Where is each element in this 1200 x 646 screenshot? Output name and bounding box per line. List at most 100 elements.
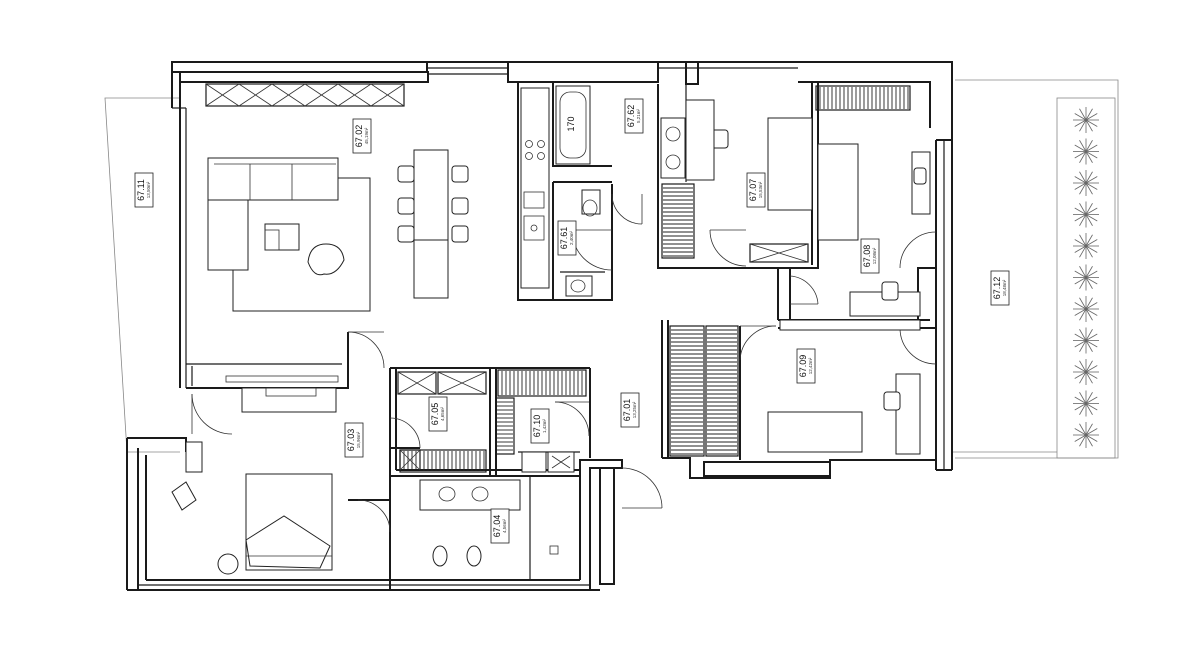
plant — [1073, 170, 1099, 196]
plant-leaf — [1074, 434, 1087, 442]
room-label-67-03: 67.03 15,96m² — [344, 422, 364, 458]
room-label-67-07: 67.07 15,53m² — [746, 172, 766, 208]
room-area: 12,42m² — [808, 357, 813, 374]
plant-leaf — [1085, 365, 1098, 373]
plant-leaf — [1079, 434, 1087, 447]
plant — [1073, 201, 1099, 228]
plant-leaf — [1074, 333, 1087, 341]
plant-leaf — [1074, 308, 1087, 316]
dining-chair — [451, 165, 469, 183]
plant-leaf — [1085, 434, 1098, 442]
plant-leaf — [1079, 245, 1087, 258]
plant-leaf — [1085, 239, 1098, 247]
cabinet-67-05-b — [437, 371, 487, 395]
hatch-blocks — [397, 85, 911, 473]
room-number: 67.62 — [626, 105, 636, 128]
plant-leaf — [1079, 423, 1087, 436]
room-label-67-11: 67.11 13,50m² — [134, 172, 154, 208]
cabinet-67-07 — [749, 243, 809, 263]
room-area: 15,53m² — [758, 181, 763, 198]
dining-chair — [397, 165, 415, 183]
plant-leaf — [1085, 245, 1098, 253]
plant-leaf — [1079, 182, 1087, 195]
room-desks — [685, 99, 931, 455]
plant-leaf — [1085, 340, 1093, 352]
plant — [1073, 296, 1099, 322]
plant — [1073, 422, 1099, 448]
plant-leaf — [1074, 119, 1087, 127]
dining-chair — [451, 197, 469, 215]
plant-leaf — [1074, 396, 1087, 404]
plant — [1073, 138, 1099, 165]
plant-leaf — [1085, 214, 1098, 222]
wardrobe-67-09-b — [705, 325, 739, 457]
plant-leaf — [1085, 434, 1093, 447]
plant-leaf — [1085, 182, 1093, 195]
plant-leaf — [1074, 239, 1087, 247]
plant-leaf — [1085, 277, 1093, 289]
plant-leaf — [1079, 108, 1087, 121]
plant-leaf — [1085, 203, 1093, 215]
plant-leaf — [1085, 302, 1098, 310]
plant-leaf — [1085, 176, 1098, 184]
plant-leaf — [1085, 119, 1098, 127]
plant-leaf — [1074, 176, 1087, 184]
room-label-67-04: 67.04 4,56m² — [490, 508, 510, 544]
wardrobe-67-10 — [497, 369, 587, 397]
plant-leaf — [1074, 428, 1087, 436]
plant-leaf — [1079, 308, 1087, 321]
plant-leaf — [1085, 214, 1093, 226]
cabinet-corner-diag — [399, 449, 421, 471]
plant-leaf — [1085, 396, 1098, 404]
plant-leaf — [1085, 340, 1098, 348]
bedroom-furniture — [171, 117, 863, 575]
room-number: 67.07 — [748, 179, 758, 202]
plant-leaf — [1079, 140, 1087, 152]
plant-leaf — [1085, 151, 1098, 159]
plant-leaf — [1085, 119, 1093, 132]
cabinet-67-07-diag — [749, 243, 809, 263]
plant-leaf — [1085, 297, 1093, 310]
plant-leaf — [1085, 113, 1098, 121]
room-labels: 67.11 13,50m² 67.02 45,19m² 67.62 5,21m²… — [134, 98, 1010, 544]
plant-leaf — [1074, 371, 1087, 379]
room-number: 67.08 — [862, 245, 872, 268]
room-number: 67.09 — [798, 355, 808, 378]
room-area: 4,56m² — [502, 519, 507, 534]
plant-leaf — [1079, 277, 1087, 289]
plant-leaf — [1079, 329, 1087, 341]
plant-leaf — [1085, 360, 1093, 373]
room-area: 13,50m² — [146, 181, 151, 198]
plant-leaf — [1085, 423, 1093, 436]
plant-leaf — [1074, 270, 1087, 278]
dining-chair — [397, 225, 415, 243]
plant-leaf — [1085, 270, 1098, 278]
room-area: 4,65m² — [440, 407, 445, 422]
terrace-plants — [1073, 107, 1099, 448]
living-furniture — [207, 149, 449, 312]
room-label-67-01: 67.01 13,25m² — [620, 392, 640, 428]
plant-leaf — [1085, 308, 1098, 316]
plant-leaf — [1074, 182, 1087, 190]
room-label-67-10: 67.10 1,43m² — [530, 408, 550, 444]
plant-leaf — [1085, 182, 1098, 190]
plant-leaf — [1085, 308, 1093, 321]
plant — [1073, 107, 1099, 133]
room-area: 15,96m² — [356, 431, 361, 448]
plant-leaf — [1079, 297, 1087, 310]
plant-leaf — [1085, 245, 1093, 258]
dining-chair — [451, 225, 469, 243]
plant — [1073, 359, 1099, 385]
room-area: 12,08m² — [872, 247, 877, 264]
cabinet-67-05-b-diag — [437, 371, 487, 395]
room-number: 67.10 — [532, 415, 542, 438]
plant-leaf — [1085, 151, 1093, 163]
plant-leaf — [1074, 144, 1087, 152]
room-area: 45,19m² — [364, 127, 369, 144]
room-label-67-02: 67.02 45,19m² — [352, 118, 372, 154]
plant-leaf — [1085, 234, 1093, 247]
room-number: 67.02 — [354, 125, 364, 148]
plant-leaf — [1074, 245, 1087, 253]
plant-leaf — [1074, 113, 1087, 121]
